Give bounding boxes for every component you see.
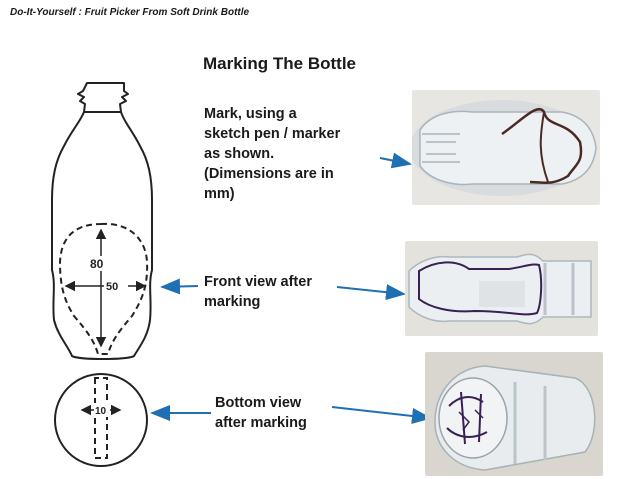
instructions-line-4: (Dimensions are in	[204, 166, 334, 182]
photo-bottom-view-marking	[425, 352, 603, 476]
photo-front-view-marking	[405, 241, 598, 336]
bottom-view-line-2: after marking	[215, 415, 307, 431]
photo-marked-bottle-top	[412, 90, 600, 205]
dim-width-label: 50	[106, 281, 118, 293]
bottle-outline	[51, 82, 153, 360]
instructions-line-1: Mark, using a	[204, 106, 297, 122]
bottom-circle-sketch	[54, 373, 148, 467]
dim-height-label: 80	[90, 257, 104, 271]
bottom-view-line-1: Bottom view	[215, 395, 302, 411]
instructions-line-3: as shown.	[204, 146, 275, 162]
instructions-text: Mark, using a sketch pen / marker as sho…	[204, 104, 379, 204]
bottom-view-caption: Bottom view after marking	[215, 393, 355, 433]
page-header: Do-It-Yourself : Fruit Picker From Soft …	[10, 7, 250, 18]
dim-bottom-label: 10	[95, 406, 107, 417]
front-view-line-2: marking	[204, 294, 261, 310]
arrow-to-sketch-front	[160, 278, 199, 295]
slide-title: Marking The Bottle	[203, 54, 357, 73]
front-view-line-1: Front view after	[204, 274, 312, 290]
arrow-to-photo-top	[379, 152, 412, 169]
front-view-caption: Front view after marking	[204, 272, 364, 312]
arrow-to-photo-bottom	[331, 406, 432, 424]
arrow-to-photo-front	[336, 284, 406, 301]
dashed-marking-outline	[58, 222, 149, 355]
instructions-line-5: mm)	[204, 186, 235, 202]
instructions-line-2: sketch pen / marker	[204, 126, 341, 142]
